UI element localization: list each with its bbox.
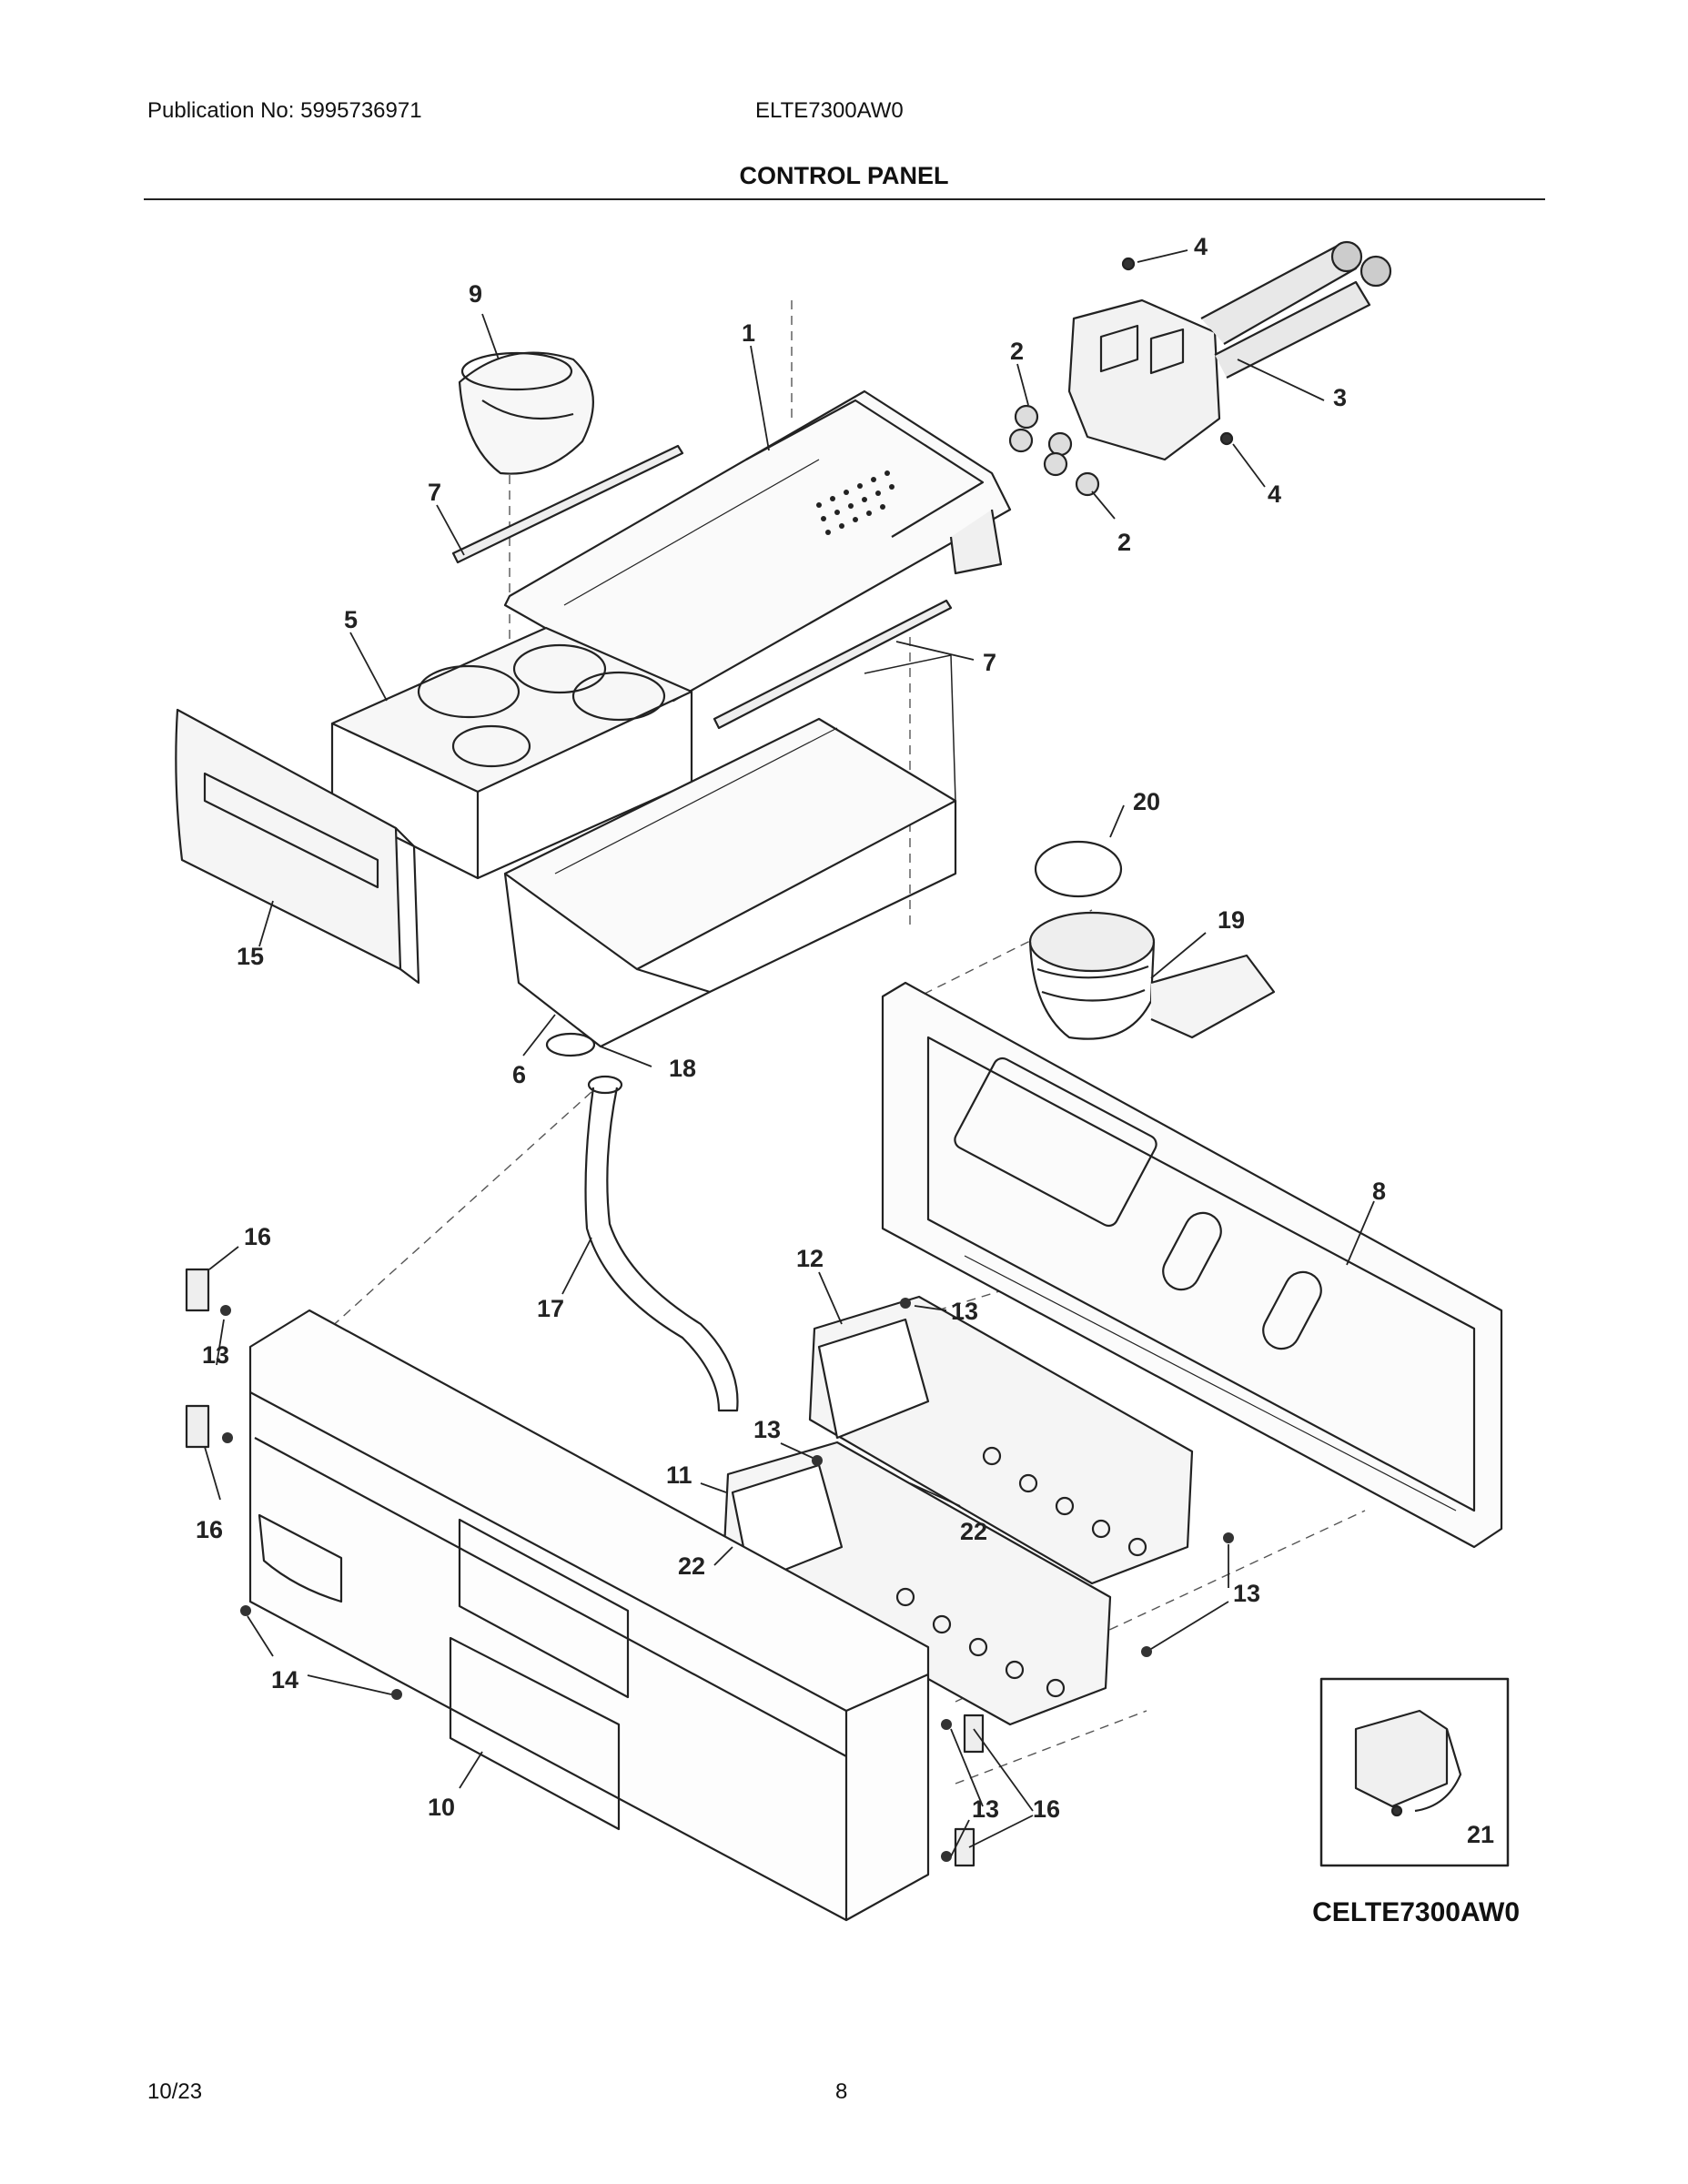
- callout-18: 18: [669, 1055, 696, 1082]
- callout-2-lower: 2: [1117, 529, 1131, 556]
- callout-2: 2: [1010, 338, 1024, 365]
- callout-16-bottom: 16: [1033, 1795, 1060, 1823]
- callout-13-bottom: 13: [972, 1795, 999, 1823]
- diagram-reference: CELTE7300AW0: [1312, 1897, 1520, 1927]
- callout-22-left: 22: [678, 1552, 705, 1580]
- callout-9: 9: [469, 280, 482, 308]
- callout-6: 6: [512, 1061, 526, 1088]
- callout-1: 1: [742, 319, 755, 347]
- callout-19: 19: [1218, 906, 1245, 934]
- control-panel-back-plate: [881, 981, 1503, 1549]
- callout-15: 15: [237, 943, 264, 970]
- callout-12: 12: [796, 1245, 824, 1272]
- callout-13-left: 13: [202, 1341, 229, 1369]
- small-clamp: [545, 1032, 596, 1057]
- callout-16-left: 16: [196, 1516, 223, 1543]
- bellows-boot: [1028, 911, 1276, 1040]
- callout-5: 5: [344, 606, 358, 633]
- dispenser-cap: [458, 351, 594, 475]
- callout-22: 22: [960, 1518, 987, 1545]
- callout-8: 8: [1372, 1178, 1386, 1205]
- callout-4-lower: 4: [1268, 480, 1281, 508]
- callout-7-right: 7: [983, 649, 996, 676]
- callout-14: 14: [271, 1666, 298, 1694]
- dispenser-housing: [503, 654, 957, 1048]
- inset-box: [1319, 1677, 1510, 1867]
- drain-hose: [584, 1075, 739, 1412]
- footer-date: 10/23: [147, 2079, 203, 2104]
- callout-21: 21: [1467, 1821, 1494, 1848]
- page-title: CONTROL PANEL: [739, 162, 949, 189]
- dispenser-top-cover: [503, 389, 1012, 703]
- callout-13-upper: 13: [951, 1298, 978, 1325]
- user-interface-board-lower: [722, 1441, 1112, 1726]
- dispenser-drawer: [330, 626, 693, 880]
- control-console-front: [248, 1309, 930, 1922]
- callout-7: 7: [428, 479, 441, 506]
- user-interface-board-upper: [808, 1295, 1194, 1585]
- publication-number: Publication No: 5995736971: [147, 98, 422, 123]
- callout-17: 17: [537, 1295, 564, 1322]
- hose-connectors: [1008, 404, 1100, 497]
- header-divider: [144, 198, 1545, 200]
- callout-3: 3: [1333, 384, 1347, 411]
- page-number: 8: [835, 2079, 848, 2104]
- callout-4: 4: [1194, 233, 1208, 260]
- hose-clamp: [1034, 840, 1123, 898]
- callout-16: 16: [244, 1223, 271, 1250]
- callout-10: 10: [428, 1794, 455, 1821]
- callout-13-mid: 13: [753, 1416, 781, 1443]
- callout-11: 11: [666, 1461, 692, 1489]
- callout-20: 20: [1133, 788, 1160, 815]
- water-inlet-valve: [1067, 240, 1392, 461]
- callout-13-right: 13: [1233, 1580, 1260, 1607]
- model-number: ELTE7300AW0: [755, 98, 904, 123]
- drawer-handle: [175, 708, 420, 985]
